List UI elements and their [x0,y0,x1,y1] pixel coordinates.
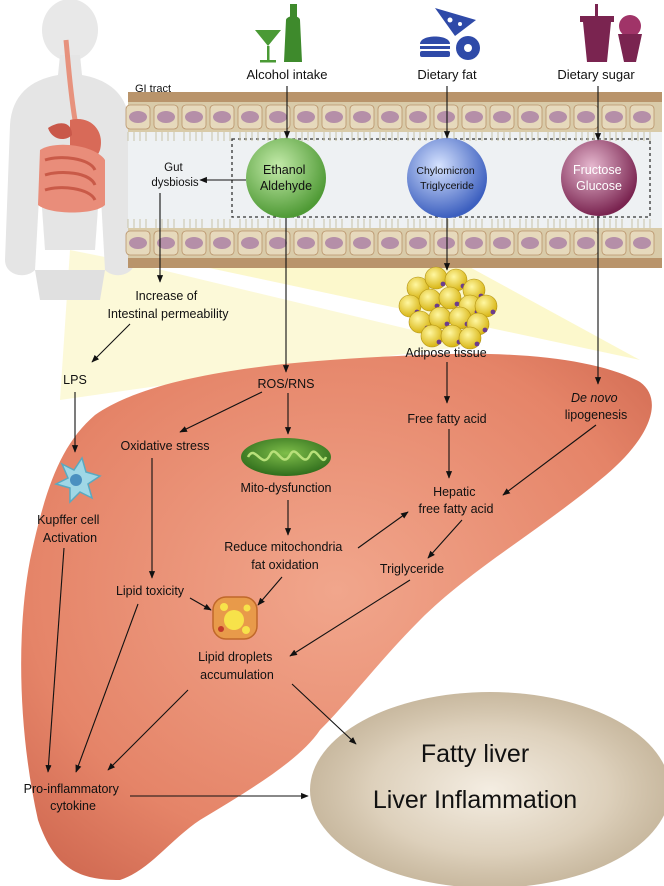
reduce-mito-oxidation-label: Reduce mitochondria fat oxidation [224,540,346,572]
chylomicron-label: Chylomicron Triglyceride [416,165,477,192]
arrow-toxicity-droplet [189,597,212,611]
gut-dysbiosis-label: Gut dysbiosis [151,162,199,189]
arrow-reduce-hepatic [357,511,409,549]
wine-bottle-icon [284,4,302,62]
arrow-droplets-proinflam [107,689,189,771]
fructose-label: Fructose Glucose [573,163,625,193]
pro-inflammatory-label: Pro-inflammatory cytokine [24,782,123,813]
arrow-permeability-lps [91,323,131,363]
dietary-fat-label: Dietary fat [417,67,477,82]
ethanol-circle [246,138,326,218]
dietary-sugar-label: Dietary sugar [557,67,635,82]
adipose-tissue-icon [398,266,498,350]
mitochondrion-icon [241,438,331,476]
arrow-kupffer-proinflam [45,547,65,773]
arrow-droplets-outcome [291,683,357,745]
burger-pizza-donut-icon [420,8,480,60]
arrow-ros-oxidative [179,391,263,433]
mito-dysfunction-label: Mito-dysfunction [240,481,331,495]
free-fatty-acid-label: Free fatty acid [407,412,486,426]
human-body-icon [5,0,135,300]
liver-shape [21,353,652,881]
chylomicron-circle [407,138,487,218]
arrow-toxicity-proinflam [75,603,139,773]
gi-tract-label: GI tract [135,83,171,95]
arrow-triglyceride-droplets [289,579,411,657]
de-novo-lipogenesis-label: De novo lipogenesis [565,391,628,422]
outcome-ellipse [310,692,664,886]
arrow-hepatic-triglyceride [427,519,463,559]
arrow-reduce-droplet [257,576,283,606]
ros-rns-label: ROS/RNS [258,377,315,391]
soda-icecream-icon [580,4,642,62]
lipid-droplet-cell-icon [212,596,258,640]
kupffer-cell-label: Kupffer cell Activation [37,513,103,545]
outcome-liver-inflammation: Liver Inflammation [373,786,577,814]
lps-label: LPS [63,373,87,387]
fructose-circle [561,140,637,216]
lipid-toxicity-label: Lipid toxicity [116,584,185,598]
lipid-droplets-label: Lipid droplets accumulation [198,650,276,682]
arrow-denovo-hepatic [502,424,597,496]
kupffer-cell-icon [53,456,102,504]
hepatic-ffa-label: Hepatic free fatty acid [418,485,493,516]
alcohol-intake-label: Alcohol intake [247,67,328,82]
triglyceride-label: Triglyceride [380,562,444,576]
adipose-tissue-label: Adipose tissue [405,346,486,360]
martini-icon [255,30,281,63]
outcome-fatty-liver: Fatty liver [421,740,529,768]
oxidative-stress-label: Oxidative stress [121,439,210,453]
ethanol-label: Ethanol Aldehyde [260,163,312,193]
arrows [45,86,602,800]
zoom-beam-lower [60,250,475,400]
intestinal-permeability-label: Increase of Intestinal permeability [108,289,230,321]
